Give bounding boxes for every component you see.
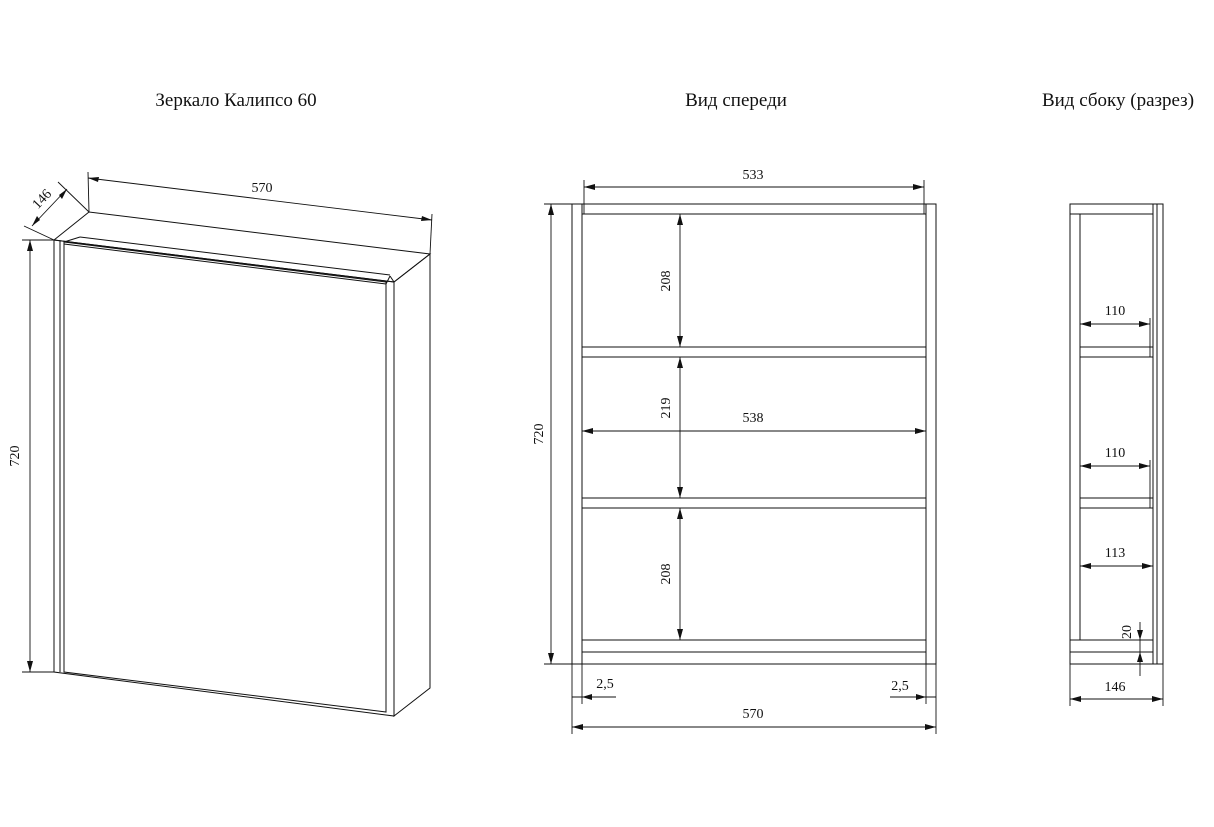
front-height-dim: 720 — [532, 424, 547, 445]
side-depth-dim: 146 — [1105, 680, 1126, 695]
side-view: 110 110 113 20 146 — [1069, 203, 1164, 706]
front-total-width-dim: 570 — [743, 707, 764, 722]
iso-width-dim: 570 — [252, 181, 273, 196]
front-gap-right-dim: 2,5 — [891, 679, 909, 694]
side-shelf3-dim: 113 — [1105, 546, 1125, 561]
front-inner-width-mid-dim: 538 — [743, 411, 764, 426]
side-shelf2-dim: 110 — [1105, 446, 1125, 461]
title-iso: Зеркало Калипсо 60 — [155, 90, 316, 111]
title-side: Вид сбоку (разрез) — [1042, 90, 1194, 111]
front-inner-width-dim: 533 — [743, 168, 764, 183]
front-view: 533 720 208 219 208 538 — [532, 168, 937, 734]
iso-view: 146 570 720 — [8, 171, 433, 718]
front-shelf-top-dim: 208 — [659, 271, 674, 292]
iso-height-dim: 720 — [8, 446, 23, 467]
side-shelf1-dim: 110 — [1105, 304, 1125, 319]
iso-depth-dim: 146 — [30, 187, 55, 213]
title-front: Вид спереди — [685, 90, 787, 111]
front-shelf-mid-dim: 219 — [659, 398, 674, 419]
front-shelf-bottom-dim: 208 — [659, 564, 674, 585]
front-gap-left-dim: 2,5 — [596, 677, 614, 692]
side-bottom-dim: 20 — [1120, 625, 1135, 639]
